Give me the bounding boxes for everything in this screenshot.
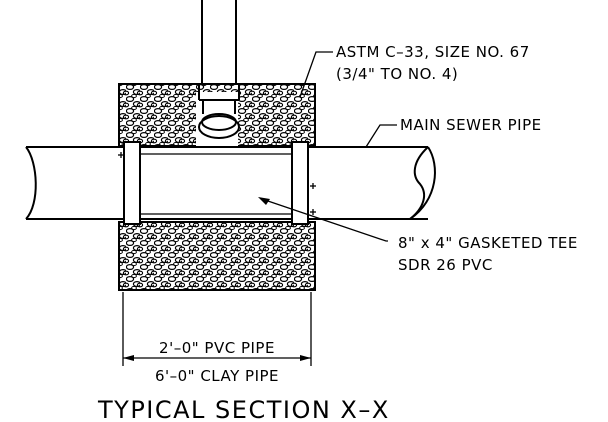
right-coupling [291,141,309,225]
tee-note-line2: SDR 26 PVC [398,256,493,274]
riser-pipe [198,0,240,175]
left-coupling [123,141,141,225]
dimension-lines [122,292,312,366]
section-title: TYPICAL SECTION X–X [97,396,390,422]
aggregate-note-line1: ASTM C–33, SIZE NO. 67 [336,43,530,61]
aggregate-note-line2: (3/4" TO NO. 4) [336,65,458,83]
leader-lines [258,51,397,242]
gravel-lower-block [118,221,316,291]
tee-note-line1: 8" x 4" GASKETED TEE [398,234,578,252]
pipe-couplings [118,141,316,225]
main-sewer-pipe [25,146,436,220]
clay-pipe-dimension: 6'–0" CLAY PIPE [155,367,279,385]
main-sewer-note: MAIN SEWER PIPE [400,116,542,134]
pvc-pipe-dimension: 2'–0" PVC PIPE [159,339,275,357]
